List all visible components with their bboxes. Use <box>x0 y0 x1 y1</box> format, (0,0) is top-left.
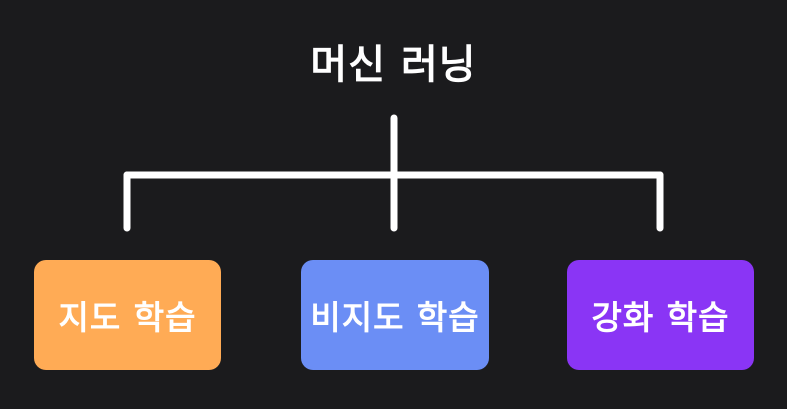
child-node-label: 비지도 학습 <box>310 298 480 337</box>
child-node-supervised: 지도 학습 <box>34 260 221 370</box>
child-node-reinforcement: 강화 학습 <box>567 260 754 370</box>
child-node-label: 강화 학습 <box>591 298 730 337</box>
child-node-unsupervised: 비지도 학습 <box>301 260 489 370</box>
root-node-title: 머신 러닝 <box>310 42 477 88</box>
child-node-label: 지도 학습 <box>58 298 197 337</box>
